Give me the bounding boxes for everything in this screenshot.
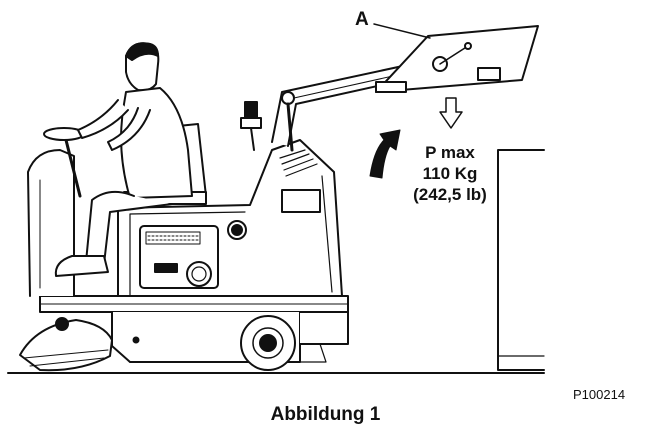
- max-load-lb: (242,5 lb): [413, 185, 487, 204]
- max-load-title: P max: [425, 143, 475, 162]
- max-load-label: P max 110 Kg (242,5 lb): [392, 142, 508, 205]
- max-load-kg: 110 Kg: [422, 164, 478, 183]
- operator: [54, 42, 193, 277]
- reference-code: P100214: [573, 387, 626, 402]
- callout-leader: [373, 23, 431, 39]
- figure-caption: Abbildung 1: [270, 404, 381, 425]
- beacon-light: [240, 101, 262, 151]
- hopper-bin: [375, 25, 539, 93]
- rear-wheel: [240, 315, 296, 371]
- chassis: [39, 295, 349, 363]
- cowl-grille: [279, 149, 318, 177]
- loading-platform: [497, 149, 545, 371]
- lift-direction-arrow: [369, 129, 401, 179]
- side-brush: [19, 317, 113, 372]
- load-arrow: [439, 97, 463, 129]
- callout-letter: A: [355, 9, 369, 30]
- vent-panel: [139, 225, 219, 289]
